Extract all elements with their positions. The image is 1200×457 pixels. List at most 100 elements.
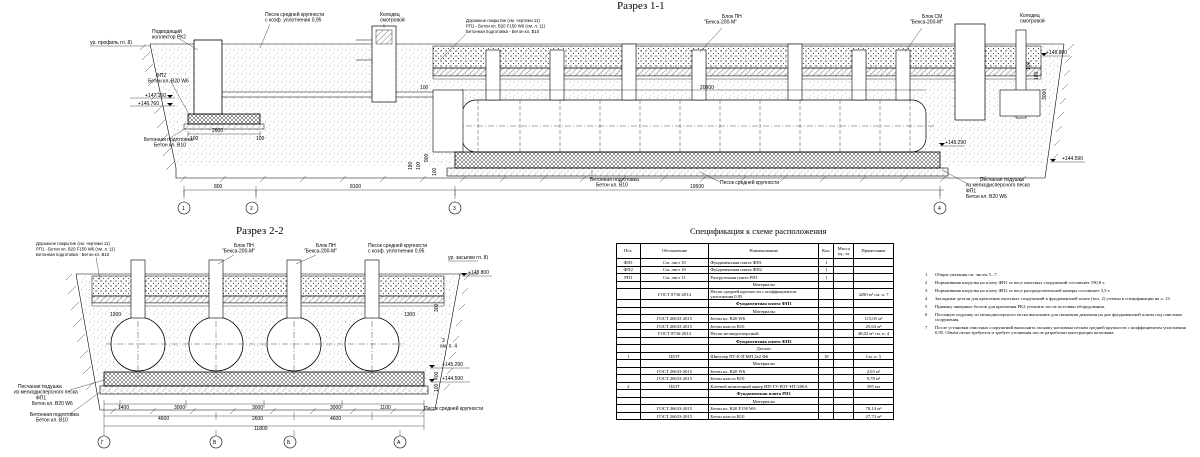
spec-cell: См. лист 11 [639, 273, 710, 282]
spec-col-qty: Кол. [818, 243, 835, 259]
label-block-sm-s1: Блок СМ"Бекса-200-М" [910, 14, 943, 26]
note-text: Общие указания см. листы 5...7. [935, 272, 998, 277]
spec-cell [639, 344, 710, 353]
note-text: После установки очистных сооружений выпо… [935, 324, 1186, 336]
distribution-box-s1 [432, 89, 464, 153]
spec-section-title: Фундаментная плита ФП1 [708, 299, 820, 308]
spec-cell: См. п. 5 [852, 351, 895, 361]
spec-cell [818, 306, 835, 316]
spec-cell: Бетон кл. В20 F150 W6 [708, 404, 820, 413]
spec-cell: ШЛТ [639, 351, 710, 361]
note-text: Приямку анкерных болтов для крепления РК… [935, 303, 1106, 309]
svg-text:100: 100 [420, 85, 429, 91]
svg-text:8100: 8100 [350, 184, 361, 190]
label-rp1-s1: РП1 - Бетон кл. В20 F150 W6 (см. л. 11) [466, 24, 546, 29]
spec-row: Фундаментная плита РП1 [616, 389, 895, 398]
svg-text:900: 900 [424, 153, 430, 162]
spec-subsection-title: Детали [708, 344, 820, 353]
spec-cell [616, 306, 641, 316]
foundation-slab-fp1-s2 [103, 371, 425, 387]
note-number: 6 [925, 311, 928, 317]
spec-section-title: Фундаментная плита ФП2 [708, 336, 820, 346]
svg-text:1: 1 [182, 206, 185, 212]
svg-text:В: В [213, 440, 217, 446]
spec-cell: 1 [616, 351, 641, 361]
spec-section-title: Фундаментная плита РП1 [708, 389, 820, 398]
note-text: Нормативная нагрузка на плиту ФП1 от вес… [935, 279, 1106, 285]
spec-cell [852, 336, 895, 346]
label-block-pn-s1: Блок ПН"Бекса-200-М" [704, 14, 742, 26]
spec-row: Материалы [616, 359, 895, 368]
spec-cell [833, 366, 854, 376]
note-number: 4 [925, 295, 928, 301]
spec-cell [616, 366, 641, 376]
spec-cell [833, 265, 854, 274]
spec-cell [833, 299, 854, 308]
spec-cell: Песок мелкодисперсный [708, 329, 820, 338]
spec-cell [616, 314, 641, 323]
svg-text:4600: 4600 [158, 416, 169, 422]
spec-header-row: Поз. Обозначение Наименование Кол. Масса… [616, 243, 895, 259]
spec-cell: 78,14 м³ [852, 404, 895, 413]
spec-cell [616, 411, 641, 421]
spec-cell: ФП1 [616, 258, 641, 267]
spec-cell: Фундаментная плита ФП2 [708, 265, 820, 274]
spec-cell: ГОСТ 26633-2015 [639, 321, 710, 331]
svg-text:1300: 1300 [110, 312, 121, 318]
svg-text:2600: 2600 [252, 416, 263, 422]
spec-cell [616, 396, 641, 406]
spec-cell [852, 273, 895, 282]
spec-cell [833, 351, 854, 361]
note-number: 1 [925, 272, 928, 277]
spec-cell [616, 329, 641, 338]
svg-text:2600: 2600 [212, 128, 223, 134]
label-block-pn2-s2: Блок ПН"Бекса-200-М" [304, 243, 337, 255]
spec-cell [852, 344, 895, 353]
spec-cell [833, 344, 854, 353]
svg-text:1400: 1400 [118, 405, 129, 411]
label-ground-s2: ур. засыпки гл. 8) [448, 255, 488, 261]
label-block-pn1-s2: Блок ПН"Бекса-200-М" [222, 243, 255, 255]
spec-cell: ГОСТ 26633-2015 [639, 404, 710, 413]
spec-col-code: Обозначение [639, 243, 710, 259]
spec-cell [616, 344, 641, 353]
spec-cell [852, 359, 895, 368]
spec-cell [833, 389, 854, 398]
svg-text:100: 100 [416, 161, 422, 170]
note-text: Нормативная нагрузка на плиту ФП2 от вес… [935, 287, 1111, 293]
spec-cell [818, 359, 835, 368]
spec-cell [818, 287, 835, 301]
svg-text:3: 3 [453, 206, 456, 212]
elevation-markers-s2: +148.800 +145.290 +144.590 [429, 270, 492, 383]
spec-col-mass: Масса ед., кг [833, 243, 854, 259]
label-rp1-s2: РП1 - Бетон кл. В20 F150 W6 (см. л. 11) [36, 247, 116, 252]
svg-text:А: А [397, 440, 401, 446]
spec-cell: ГОСТ 26633-2015 [639, 314, 710, 323]
dimension-lines-s2: 1400 3000 3000 3000 1100 4600 2600 4600 … [103, 303, 440, 432]
spec-cell: 9,78 м³ [852, 374, 895, 383]
svg-text:+144.590: +144.590 [442, 376, 463, 382]
spec-cell [833, 287, 854, 301]
spec-cell [616, 359, 641, 368]
spec-cell [852, 299, 895, 308]
spec-cell: Бетон класса В10 [708, 374, 820, 383]
spec-cell [833, 321, 854, 331]
svg-text:100: 100 [434, 383, 440, 392]
inspection-well-right-s1 [954, 23, 986, 121]
concrete-base-fp2-s1 [183, 123, 265, 130]
spec-cell [833, 258, 854, 267]
spec-cell: ГОСТ 8736-2014 [639, 329, 710, 338]
spec-cell: РП1 [616, 273, 641, 282]
